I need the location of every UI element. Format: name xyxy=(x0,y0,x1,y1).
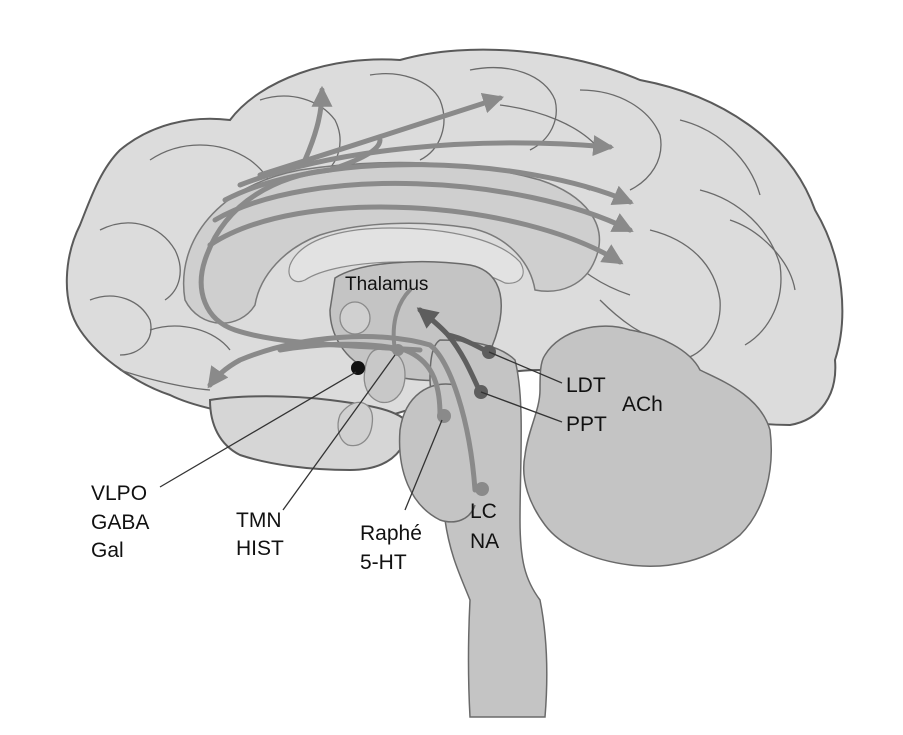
pathway-arrow xyxy=(212,180,634,233)
ascending-pathways xyxy=(198,85,634,493)
label-tmn: TMN HIST xyxy=(236,509,287,560)
pathway-arrow xyxy=(237,135,615,188)
pathway-arrow xyxy=(222,162,634,206)
gyri xyxy=(89,67,796,391)
leader-line-raphe xyxy=(404,419,443,511)
label-thalamus: Thalamus xyxy=(345,274,428,295)
vlpo-nucleus xyxy=(351,361,365,375)
cerebellum xyxy=(523,325,772,567)
corpus-callosum xyxy=(182,161,601,324)
raphe-nucleus xyxy=(437,409,451,423)
hypothalamus-pituitary xyxy=(337,301,406,447)
pathway-arrow xyxy=(277,341,443,418)
lateral-ventricle xyxy=(288,227,524,284)
lc-nucleus xyxy=(475,482,489,496)
pathway-arrow xyxy=(257,93,505,178)
label-ach: ACh xyxy=(622,393,663,416)
leader-line-ldt xyxy=(488,351,563,384)
leader-line-tmn xyxy=(282,354,396,511)
label-lc: LC NA xyxy=(470,500,503,553)
leader-line-vlpo xyxy=(159,371,357,488)
tmn-nucleus xyxy=(392,344,404,356)
pathway-arrow xyxy=(391,288,412,352)
label-ppt: PPT xyxy=(566,413,607,436)
label-ldt: LDT xyxy=(566,374,606,397)
pathway-arrow xyxy=(302,85,333,163)
pathway-arrow xyxy=(207,204,624,265)
label-vlpo: VLPO GABA Gal xyxy=(91,482,154,562)
leader-line-ppt xyxy=(480,391,563,423)
label-raphe: Raphé 5-HT xyxy=(360,522,428,574)
pons xyxy=(398,383,476,523)
pathway-arrow xyxy=(207,334,478,493)
